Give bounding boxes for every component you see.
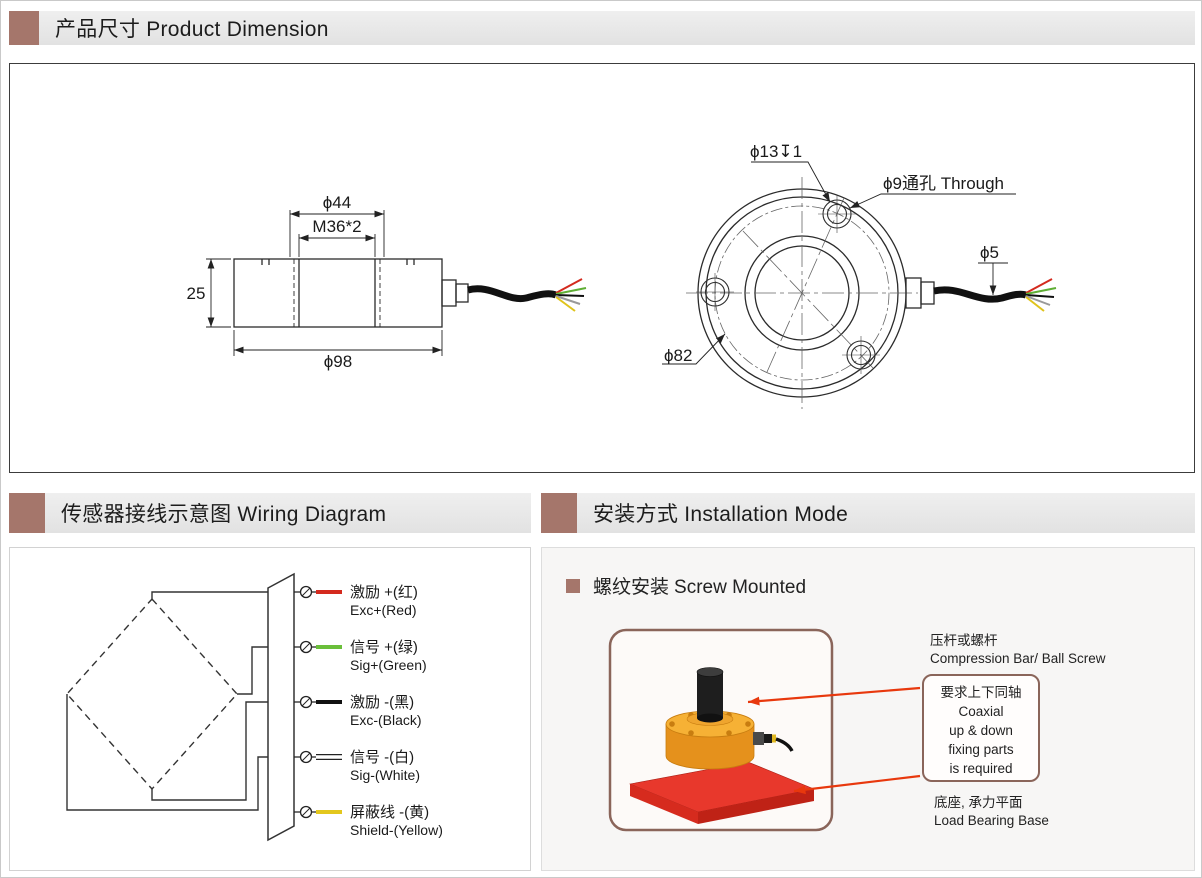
subsection-title-zh: 螺纹安装	[593, 577, 670, 598]
wire-row-sig-minus: 信号 -(白) Sig-(White)	[294, 749, 420, 783]
section-title-zh: 安装方式	[593, 503, 679, 526]
wire-row-exc-plus: 激励 +(红) Exc+(Red)	[294, 584, 418, 618]
wire-label-en: Exc+(Red)	[350, 602, 417, 618]
bolt-hole	[696, 273, 734, 311]
arrow-to-rod	[747, 686, 921, 706]
wire-label-en: Shield-(Yellow)	[350, 822, 443, 838]
load-bearing-base	[628, 761, 816, 824]
coaxial-note-en-line: up & down	[949, 723, 1013, 738]
side-view-body	[233, 258, 469, 328]
coaxial-note-en-line: fixing parts	[948, 742, 1014, 757]
wire-label-zh: 屏蔽线 -(黄)	[350, 804, 429, 821]
wiring-diagram-panel: 激励 +(红) Exc+(Red) 信号 +(绿) Sig+(Green) 激励…	[9, 547, 531, 871]
wire-label-zh: 信号 -(白)	[350, 749, 414, 766]
dim-dia82: ϕ82	[664, 346, 692, 365]
coaxial-requirement-box: 要求上下同轴 Coaxial up & down fixing parts is…	[922, 674, 1040, 782]
cable-gland	[753, 732, 764, 745]
connector-strip	[267, 572, 295, 842]
wire-label-en: Sig+(Green)	[350, 657, 427, 673]
wire-label-zh: 激励 -(黑)	[350, 694, 414, 711]
coaxial-note-en-line: Coaxial	[958, 704, 1004, 719]
section-title-en: Wiring Diagram	[237, 503, 387, 526]
wire-row-sig-plus: 信号 +(绿) Sig+(Green)	[294, 639, 427, 673]
coaxial-note-en-line: is required	[949, 761, 1013, 776]
subsection-title-en: Screw Mounted	[674, 577, 807, 598]
compression-bar-label-zh: 压杆或螺杆	[930, 633, 998, 648]
section-title-en: Product Dimension	[146, 18, 329, 41]
wheatstone-bridge	[66, 597, 238, 791]
dim-dia9-through: ϕ9通孔 Through	[883, 174, 1004, 193]
section-title-zh: 传感器接线示意图	[61, 503, 232, 526]
top-view-leaders	[662, 161, 1016, 365]
dimension-drawing-box: ϕ44 M36*2 25 ϕ98	[9, 63, 1195, 473]
coaxial-note-zh: 要求上下同轴	[940, 685, 1022, 700]
dim-height-25: 25	[187, 284, 206, 303]
wire-row-shield: 屏蔽线 -(黄) Shield-(Yellow)	[294, 804, 443, 838]
bolt-hole	[818, 195, 856, 233]
section-marker-icon	[9, 11, 39, 45]
section-title-zh: 产品尺寸	[55, 18, 141, 41]
dim-thread-m36: M36*2	[312, 217, 361, 236]
compression-rod	[696, 667, 724, 723]
wire-row-exc-minus: 激励 -(黑) Exc-(Black)	[294, 694, 422, 728]
bridge-routing-lines	[66, 591, 268, 811]
installation-illustration-svg	[608, 628, 921, 832]
compression-bar-label: 压杆或螺杆 Compression Bar/ Ball Screw	[930, 632, 1106, 668]
section-marker-icon	[541, 493, 577, 533]
load-bearing-base-label-zh: 底座, 承力平面	[934, 795, 1023, 810]
top-view-bolt-holes	[696, 195, 880, 374]
subsection-marker-icon	[566, 578, 580, 593]
compression-bar-label-en: Compression Bar/ Ball Screw	[930, 651, 1106, 666]
screw-mount-illustration	[608, 628, 834, 832]
wire-label-en: Sig-(White)	[350, 767, 420, 783]
dim-dia98: ϕ98	[324, 352, 352, 371]
section-title-en: Installation Mode	[684, 503, 849, 526]
load-bearing-base-label-en: Load Bearing Base	[934, 813, 1049, 828]
arrow-to-base	[793, 774, 921, 795]
side-view-cable	[467, 278, 587, 312]
side-view-dimensions	[206, 210, 443, 356]
load-cell-body	[665, 710, 794, 770]
dimension-drawing-svg: ϕ44 M36*2 25 ϕ98	[187, 142, 1057, 409]
annotation-arrows	[747, 686, 921, 795]
wire-label-zh: 信号 +(绿)	[350, 639, 418, 656]
wiring-diagram-svg: 激励 +(红) Exc+(Red) 信号 +(绿) Sig+(Green) 激励…	[66, 572, 443, 842]
top-view-cable	[905, 277, 1057, 312]
dim-dia44: ϕ44	[323, 193, 351, 212]
top-view-centerlines	[686, 177, 918, 409]
bolt-hole	[842, 336, 880, 374]
load-bearing-base-label: 底座, 承力平面 Load Bearing Base	[934, 794, 1049, 830]
section-marker-icon	[9, 493, 45, 533]
wire-label-zh: 激励 +(红)	[350, 584, 418, 601]
dim-dia5-cable: ϕ5	[980, 243, 999, 262]
dim-dia13-counterbore: ϕ13↧1	[750, 142, 802, 161]
wire-label-en: Exc-(Black)	[350, 712, 422, 728]
